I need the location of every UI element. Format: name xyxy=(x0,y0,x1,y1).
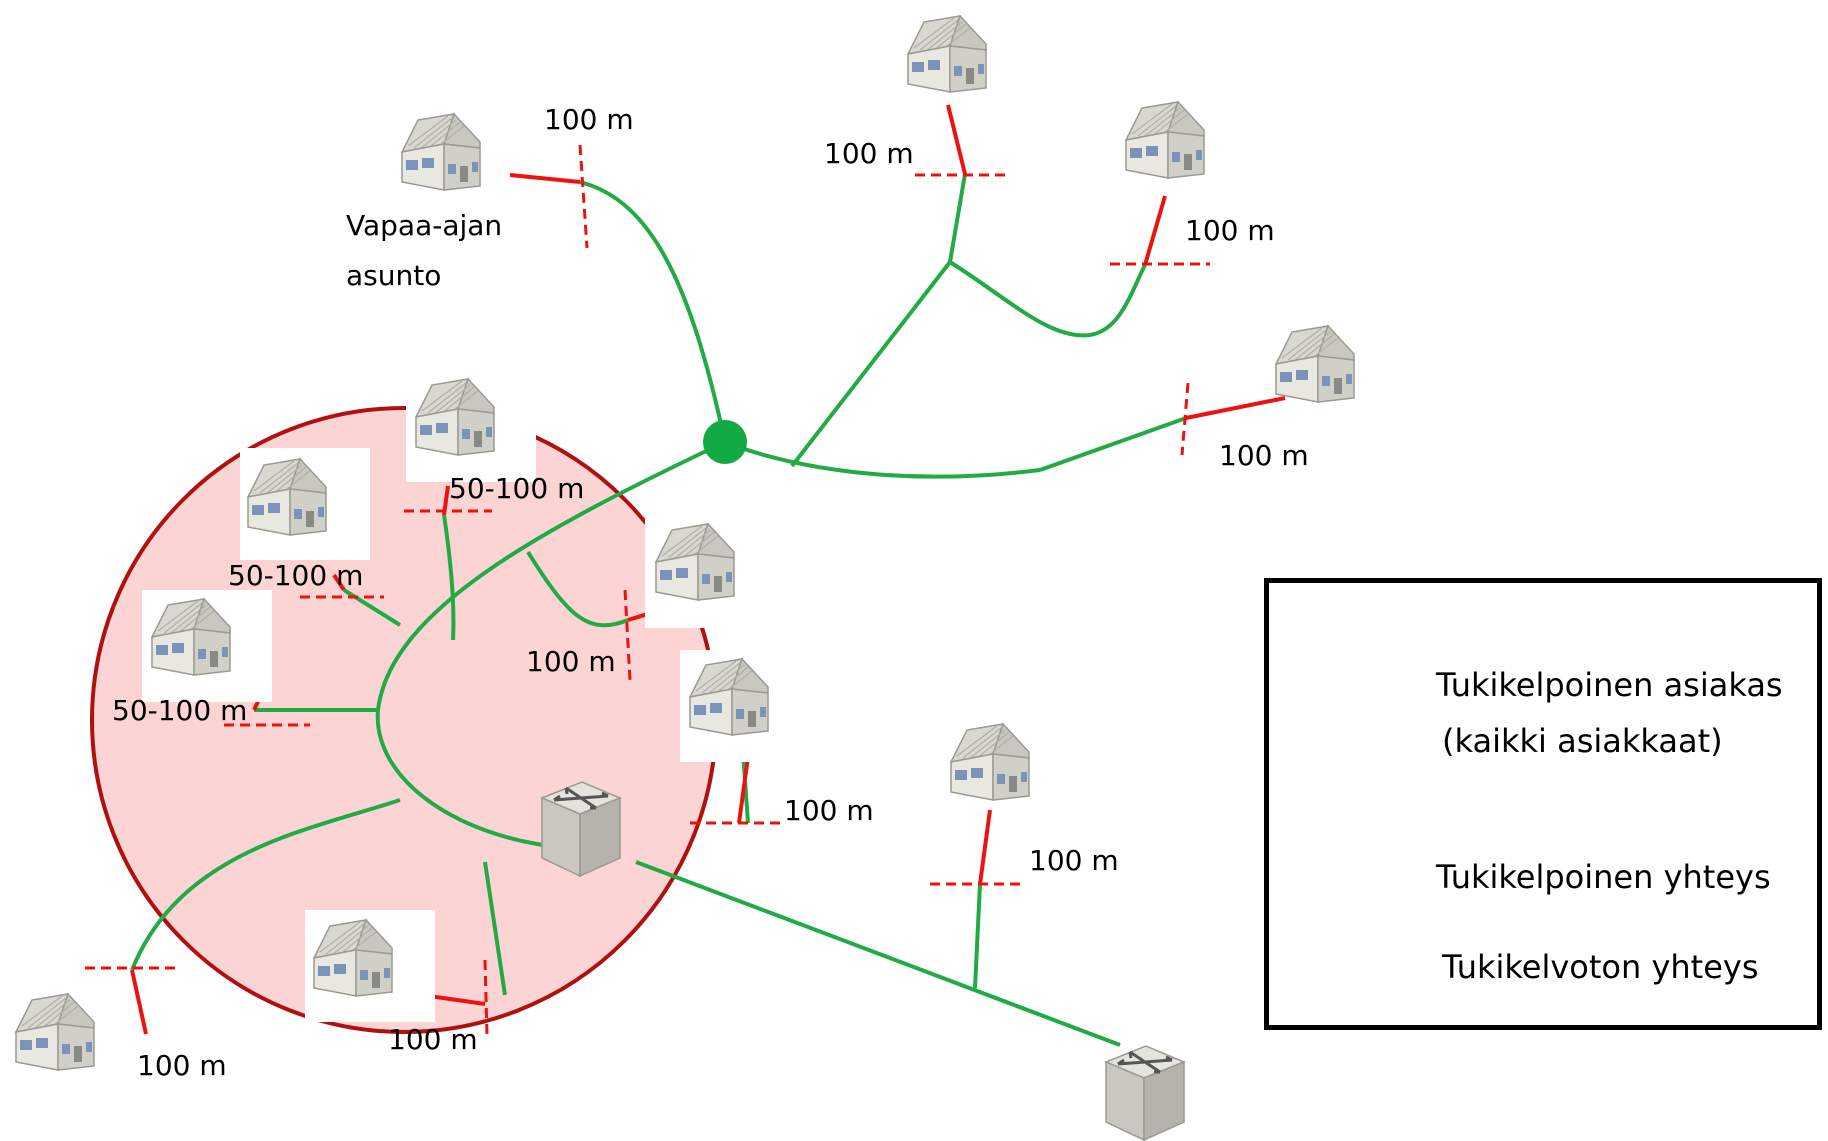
distance-label: 100 m xyxy=(1185,214,1275,247)
distance-label: 100 m xyxy=(544,103,634,136)
distance-label: 50-100 m xyxy=(449,472,585,505)
house-icon xyxy=(15,993,95,1071)
distance-label: 100 m xyxy=(784,794,874,827)
house-icon xyxy=(1125,101,1205,179)
house-icon xyxy=(1275,325,1355,403)
distance-label: 50-100 m xyxy=(228,559,364,592)
ineligible-connections xyxy=(130,104,1286,1035)
distance-label: 100 m xyxy=(526,645,616,678)
distance-label: 100 m xyxy=(137,1049,227,1082)
holiday-home-house-icon xyxy=(401,113,481,191)
legend-eligible-customer-sublabel: (kaikki asiakkaat) xyxy=(1442,722,1723,760)
distance-label: 100 m xyxy=(1029,844,1119,877)
legend-ineligible-connection-label: Tukikelvoton yhteys xyxy=(1442,948,1759,986)
legend-eligible-connection-label: Tukikelpoinen yhteys xyxy=(1436,858,1771,896)
branch-node xyxy=(703,420,747,464)
holiday-home-label-line2: asunto xyxy=(346,259,442,292)
distance-label: 100 m xyxy=(1219,439,1309,472)
houses xyxy=(15,15,1355,1071)
router-icon xyxy=(540,780,622,878)
holiday-home-label-line1: Vapaa-ajan xyxy=(346,209,503,242)
distance-boundaries xyxy=(85,144,1210,1036)
distance-label: 100 m xyxy=(388,1023,478,1056)
router-icon xyxy=(1104,1044,1186,1141)
legend-eligible-customer-label: Tukikelpoinen asiakas xyxy=(1436,666,1783,704)
legend xyxy=(1264,578,1822,1030)
distance-label: 50-100 m xyxy=(112,694,248,727)
house-icon xyxy=(907,15,987,93)
house-icon xyxy=(950,723,1030,801)
distance-label: 100 m xyxy=(824,137,914,170)
